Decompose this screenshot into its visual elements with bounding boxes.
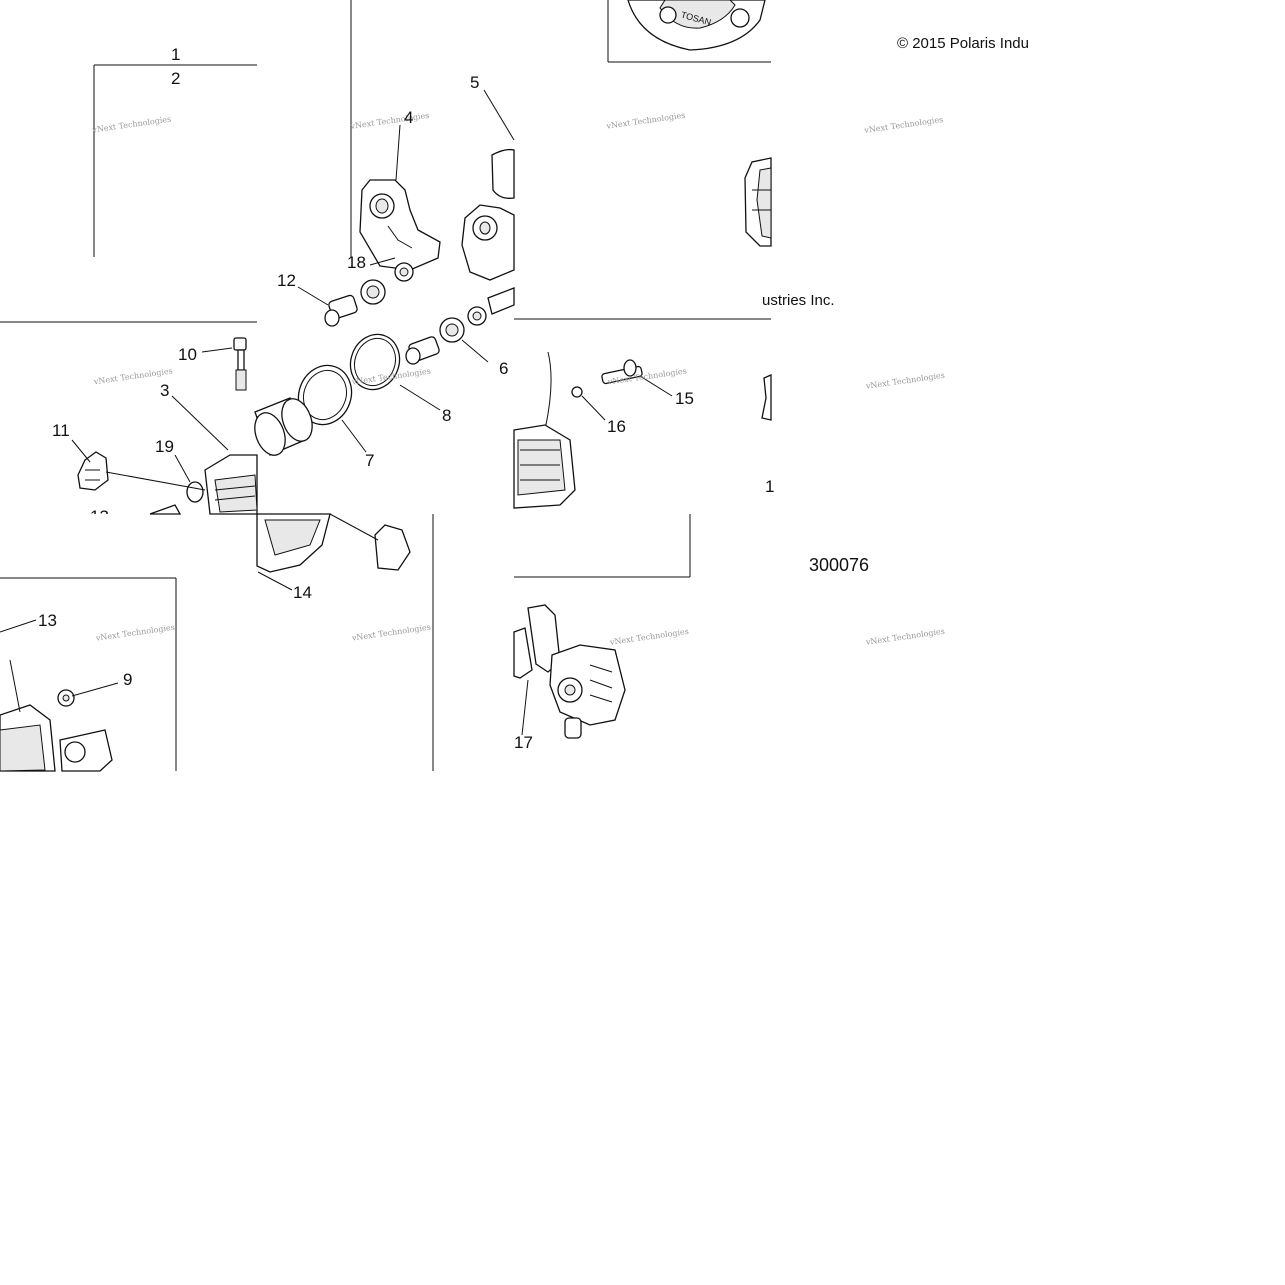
copyright-text-cropped: ustries Inc. [762, 292, 835, 309]
callout-8: 8 [442, 406, 451, 425]
callout-13-cropped: 13 [90, 507, 109, 526]
caliper-bottom-left-illustration [0, 689, 113, 772]
caliper-lower-illustration [256, 513, 411, 573]
watermark: vNext Technologies [606, 366, 687, 386]
callout-1-cropped: 1 [765, 477, 774, 496]
callout-2: 2 [171, 69, 180, 88]
callout-14: 14 [293, 583, 312, 602]
piston-illustration [254, 397, 313, 456]
document-number: 300076 [809, 555, 869, 575]
caliper-side-illustration [744, 157, 772, 247]
callout-7: 7 [365, 451, 374, 470]
seals-illustration [297, 333, 401, 426]
callout-labels: 1 2 3 4 5 6 7 8 9 10 11 12 13 14 15 16 1… [38, 45, 774, 752]
callout-9: 9 [123, 670, 132, 689]
callout-17: 17 [514, 733, 533, 752]
caliper-center-illustration [513, 351, 772, 509]
callout-1: 1 [171, 45, 180, 64]
callout-16: 16 [607, 417, 626, 436]
callout-13: 13 [38, 611, 57, 630]
clip-illustration [77, 451, 109, 491]
pins-bushings-illustration [324, 262, 515, 365]
watermark: vNext Technologies [605, 111, 686, 131]
watermark: vNext Technologies [864, 371, 945, 391]
caliper-left-illustration [149, 454, 258, 515]
bracket-right-illustration [461, 148, 515, 281]
watermark: vNext Technologies [864, 627, 945, 647]
watermark: vNext Technologies [94, 623, 175, 643]
watermark: vNext Technologies [91, 115, 172, 135]
callout-6: 6 [499, 359, 508, 378]
watermark: vNext Technologies [608, 627, 689, 647]
callout-5: 5 [470, 73, 479, 92]
callout-4: 4 [404, 108, 413, 127]
callout-19: 19 [155, 437, 174, 456]
bracket-illustration [359, 179, 441, 271]
caliper-bottom-illustration [513, 604, 626, 739]
callout-12: 12 [277, 271, 296, 290]
callout-10: 10 [178, 345, 197, 364]
watermark: vNext Technologies [350, 623, 431, 643]
callout-11: 11 [52, 421, 70, 440]
caliper-top-illustration: TOSAN [627, 0, 766, 51]
bleeder-illustration [233, 337, 247, 391]
callout-18: 18 [347, 253, 366, 272]
tile-borders [0, 0, 771, 771]
callout-15: 15 [675, 389, 694, 408]
leader-lines [0, 89, 673, 736]
copyright-text: © 2015 Polaris Indu [897, 35, 1029, 52]
callout-3: 3 [160, 381, 169, 400]
watermark: vNext Technologies [863, 115, 944, 135]
watermark: vNext Technologies [349, 111, 430, 131]
